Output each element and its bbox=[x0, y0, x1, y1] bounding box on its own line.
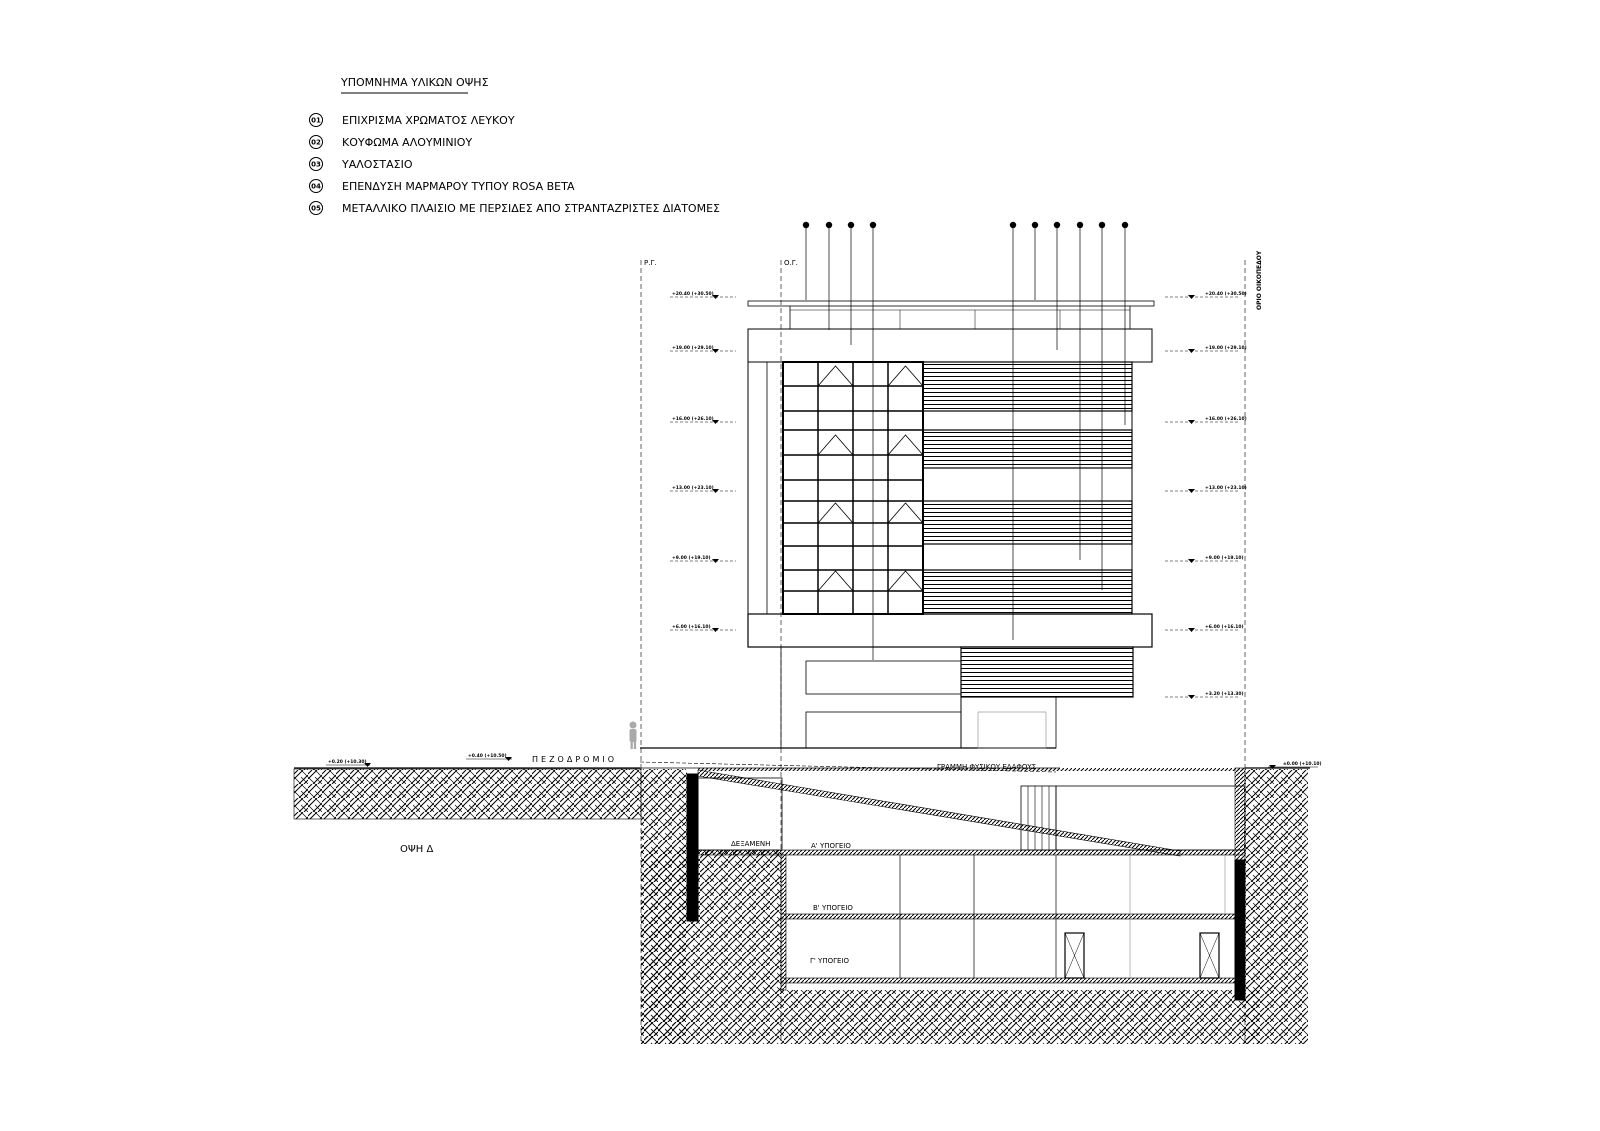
level-right-label: +6.00 (+16.10) bbox=[1205, 624, 1244, 630]
rg-label: Ρ.Γ. bbox=[644, 259, 657, 267]
leader-dot bbox=[869, 221, 877, 229]
legend-item-text: ΚΟΥΦΩΜΑ ΑΛΟΥΜΙΝΙΟΥ bbox=[342, 136, 472, 149]
basements bbox=[686, 767, 1246, 1001]
glazing-grid bbox=[783, 362, 924, 614]
leader-dot bbox=[1121, 221, 1129, 229]
level-right-label: +13.00 (+23.10) bbox=[1205, 485, 1247, 491]
sidewalk-label: ΠΕΖΟΔΡΟΜΙΟ bbox=[532, 755, 617, 764]
legend-item: 04 ΕΠΕΝΔΥΣΗ ΜΑΡΜΑΡΟΥ ΤΥΠΟΥ ROSA BETA bbox=[309, 179, 575, 193]
legend-title: ΥΠΟΜΝΗΜΑ ΥΛΙΚΩΝ ΟΨΗΣ bbox=[340, 76, 489, 89]
leader-dot bbox=[1076, 221, 1084, 229]
leader-dot bbox=[825, 221, 833, 229]
tank-label: ΔΕΞΑΜΕΝΗ bbox=[731, 840, 770, 848]
plot-limit-label: ΟΡΙΟ ΟΙΚΟΠΕΔΟΥ bbox=[1256, 250, 1263, 310]
level-right-label: +3.20 (+13.30) bbox=[1205, 691, 1244, 697]
level-right-label: +20.40 (+30.50) bbox=[1205, 291, 1247, 297]
level-left-label: +13.00 (+23.10) bbox=[672, 485, 714, 491]
earth-hatching bbox=[293, 762, 1308, 1044]
level-left-label: +9.00 (+19.10) bbox=[672, 555, 711, 561]
lower-facade bbox=[780, 646, 1134, 749]
leader-dot bbox=[1009, 221, 1017, 229]
legend-item: 02 ΚΟΥΦΩΜΑ ΑΛΟΥΜΙΝΙΟΥ bbox=[309, 135, 472, 149]
cantilever-slab bbox=[747, 613, 1153, 648]
upper-facade bbox=[747, 361, 1133, 615]
level-left-label: +6.00 (+16.10) bbox=[672, 624, 711, 630]
level-markers: +20.40 (+30.50) +19.00 (+29.10) +16.00 (+2… bbox=[670, 291, 1247, 699]
legend-items: 01 ΕΠΙΧΡΙΣΜΑ ΧΡΩΜΑΤΟΣ ΛΕΥΚΟΥ 02 ΚΟΥΦΩΜΑ ΑΛΟ… bbox=[309, 113, 720, 215]
legend: ΥΠΟΜΝΗΜΑ ΥΛΙΚΩΝ ΟΨΗΣ 01 ΕΠΙΧΡΙΣΜΑ ΧΡΩΜΑΤΟ… bbox=[309, 76, 720, 215]
natural-ground-label: ΓΡΑΜΜΗ ΦΥΣΙΚΟΥ ΕΔΑΦΟΥΣ bbox=[937, 763, 1036, 771]
person-silhouette bbox=[629, 721, 637, 749]
legend-item-number: 04 bbox=[311, 183, 321, 191]
view-label: ΟΨΗ Δ bbox=[400, 844, 433, 855]
level-left-label: +19.00 (+29.10) bbox=[672, 345, 714, 351]
leader-dot bbox=[802, 221, 810, 229]
level-left-label: +20.40 (+30.50) bbox=[672, 291, 714, 297]
legend-item-text: ΜΕΤΑΛΛΙΚΟ ΠΛΑΙΣΙΟ ΜΕ ΠΕΡΣΙΔΕΣ ΑΠΟ ΣΤΡΑΝΤ… bbox=[342, 202, 720, 215]
level-left-label: +16.00 (+26.10) bbox=[672, 416, 714, 422]
legend-num-circle bbox=[309, 201, 323, 215]
legend-item-text: ΕΠΕΝΔΥΣΗ ΜΑΡΜΑΡΟΥ ΤΥΠΟΥ ROSA BETA bbox=[342, 180, 575, 193]
basement-a-label: Α' ΥΠΟΓΕΙΟ bbox=[811, 842, 851, 850]
legend-item-number: 05 bbox=[311, 205, 321, 213]
legend-item-text: ΥΑΛΟΣΤΑΣΙΟ bbox=[341, 158, 413, 171]
legend-item: 03 ΥΑΛΟΣΤΑΣΙΟ bbox=[309, 157, 413, 171]
sidewalk-level: +0.40 (+10.50) bbox=[468, 753, 507, 759]
leader-dot bbox=[847, 221, 855, 229]
legend-item: 05 ΜΕΤΑΛΛΙΚΟ ΠΛΑΙΣΙΟ ΜΕ ΠΕΡΣΙΔΕΣ ΑΠΟ ΣΤΡΑ… bbox=[309, 201, 720, 215]
ground-level-markers: +0.20 (+10.30) +0.40 (+10.50) ±0.00 (+10… bbox=[326, 753, 1322, 769]
level-right-label: +19.00 (+29.10) bbox=[1205, 345, 1247, 351]
leader-dot bbox=[1098, 221, 1106, 229]
legend-item: 01 ΕΠΙΧΡΙΣΜΑ ΧΡΩΜΑΤΟΣ ΛΕΥΚΟΥ bbox=[309, 113, 515, 127]
level-right-label: +9.00 (+19.10) bbox=[1205, 555, 1244, 561]
basement-b-label: Β' ΥΠΟΓΕΙΟ bbox=[813, 904, 853, 912]
legend-num-circle bbox=[309, 157, 323, 171]
og-label: Ο.Γ. bbox=[784, 259, 798, 267]
legend-item-text: ΕΠΙΧΡΙΣΜΑ ΧΡΩΜΑΤΟΣ ΛΕΥΚΟΥ bbox=[342, 114, 515, 127]
legend-item-number: 01 bbox=[311, 117, 321, 125]
material-leaders bbox=[802, 221, 1129, 660]
legend-item-number: 02 bbox=[311, 139, 321, 147]
level-right-label: +16.00 (+26.10) bbox=[1205, 416, 1247, 422]
legend-num-circle bbox=[309, 135, 323, 149]
retaining-wall-left bbox=[686, 773, 699, 922]
labels: Ρ.Γ. Ο.Γ. ΟΡΙΟ ΟΙΚΟΠΕΔΟΥ ΓΡΑΜΜΗ ΦΥΣΙΚΟΥ … bbox=[400, 250, 1263, 965]
ground-right-level: ±0.00 (+10.10) bbox=[1283, 761, 1322, 767]
leader-dot bbox=[1031, 221, 1039, 229]
legend-num-circle bbox=[309, 179, 323, 193]
ground-left-level: +0.20 (+10.30) bbox=[328, 759, 367, 765]
legend-item-number: 03 bbox=[311, 161, 321, 169]
leader-dot bbox=[1053, 221, 1061, 229]
roof bbox=[747, 300, 1155, 363]
basement-c-label: Γ' ΥΠΟΓΕΙΟ bbox=[810, 957, 849, 965]
legend-num-circle bbox=[309, 113, 323, 127]
